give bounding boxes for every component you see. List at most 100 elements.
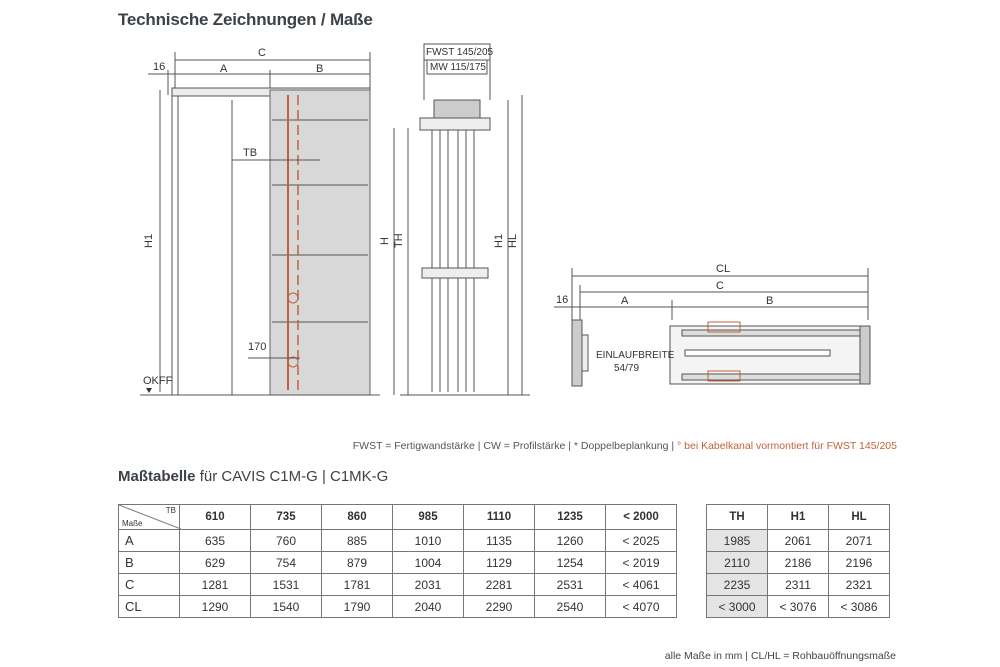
table-cell: 885: [321, 529, 393, 552]
front-view-drawing: C A B 16 H1 TB 170 OKFF: [140, 47, 380, 396]
table-cell: 879: [321, 551, 393, 574]
row-label: A: [118, 529, 180, 552]
table-cell: 2321: [828, 573, 890, 596]
table-cell: 1004: [392, 551, 464, 574]
table-row: 1985 2061 2071: [706, 529, 890, 552]
column-header: 985: [392, 504, 464, 530]
dim-hl: HL: [507, 234, 519, 248]
table-cell: 1985: [706, 529, 768, 552]
table-row: 2110 2186 2196: [706, 551, 890, 574]
dim-tb: TB: [243, 147, 257, 159]
dim-c-top: C: [716, 280, 724, 292]
row-label: C: [118, 573, 180, 596]
table-cell: 1781: [321, 573, 393, 596]
column-header: 1110: [463, 504, 535, 530]
table-cell: 1010: [392, 529, 464, 552]
row-label: CL: [118, 595, 180, 618]
page-title: Technische Zeichnungen / Maße: [118, 10, 373, 29]
dim-16-front: 16: [153, 61, 165, 73]
table-row: 2235 2311 2321: [706, 573, 890, 596]
table-cell: 1790: [321, 595, 393, 618]
table-title: Maßtabelle für CAVIS C1M-G | C1MK-G: [118, 468, 388, 485]
einlauf-label: EINLAUFBREITE: [596, 350, 675, 361]
table-corner-cell: TB Maße: [118, 504, 181, 530]
table-cell: < 4061: [605, 573, 677, 596]
corner-tb-label: TB: [165, 506, 176, 515]
column-header: HL: [828, 504, 890, 530]
column-header: 735: [250, 504, 322, 530]
dim-a-top: A: [621, 295, 629, 307]
dim-170: 170: [248, 341, 266, 353]
table-cell: 2040: [392, 595, 464, 618]
table-cell: < 4070: [605, 595, 677, 618]
footnote: alle Maße in mm | CL/HL = Rohbauöffnungs…: [664, 650, 896, 662]
column-header: 610: [179, 504, 251, 530]
table-cell: 1254: [534, 551, 606, 574]
table-cell: 1281: [179, 573, 251, 596]
table-row: < 3000 < 3076 < 3086: [706, 595, 890, 618]
table-cell: 2196: [828, 551, 890, 574]
technical-drawings: C A B 16 H1 TB 170 OKFF: [140, 43, 871, 396]
dimensions-table: TB Maße 610 735 860 985 1110 1235 < 2000…: [118, 504, 677, 618]
table-cell: 2281: [463, 573, 535, 596]
top-view-drawing: CL C A B 16 EINLAUFBREITE 54/79: [554, 263, 871, 387]
column-header: H1: [767, 504, 829, 530]
table-cell: < 3086: [828, 595, 890, 618]
table-cell: < 2019: [605, 551, 677, 574]
table-cell: 2071: [828, 529, 890, 552]
table-cell: 1290: [179, 595, 251, 618]
fwst-label: FWST 145/205: [426, 47, 494, 58]
table-cell: 2531: [534, 573, 606, 596]
column-header: 1235: [534, 504, 606, 530]
table-row: CL 1290 1540 1790 2040 2290 2540 < 4070: [118, 595, 677, 618]
side-view-drawing: FWST 145/205 MW 115/175 H TH H1 HL: [379, 43, 530, 396]
dim-h1-side: H1: [493, 234, 505, 248]
column-header: TH: [706, 504, 768, 530]
table-row: A 635 760 885 1010 1135 1260 < 2025: [118, 529, 677, 552]
einlauf-value: 54/79: [614, 363, 639, 374]
table-cell: 2186: [767, 551, 829, 574]
dim-h1-front: H1: [143, 234, 155, 248]
table-cell: 2235: [706, 573, 768, 596]
legend-text: FWST = Fertigwandstärke | CW = Profilstä…: [352, 440, 675, 452]
dim-a-front: A: [220, 63, 228, 75]
dim-cl: CL: [716, 263, 730, 275]
dim-th: TH: [393, 233, 405, 248]
table-cell: 635: [179, 529, 251, 552]
dim-h: H: [379, 237, 391, 245]
dim-b-front: B: [316, 63, 323, 75]
table-cell: 754: [250, 551, 322, 574]
table-cell: 2290: [463, 595, 535, 618]
legend-orange-note: ° bei Kabelkanal vormontiert für FWST 14…: [674, 440, 897, 452]
table-cell: 760: [250, 529, 322, 552]
table-cell: 1531: [250, 573, 322, 596]
table-cell: < 3076: [767, 595, 829, 618]
dim-b-top: B: [766, 295, 773, 307]
table-cell: < 2025: [605, 529, 677, 552]
table-cell: 2540: [534, 595, 606, 618]
table-title-bold: Maßtabelle: [118, 468, 196, 485]
dim-c-front: C: [258, 47, 266, 59]
column-header: < 2000: [605, 504, 677, 530]
table-cell: 2031: [392, 573, 464, 596]
okff-label: OKFF: [143, 375, 173, 387]
table-cell: 1540: [250, 595, 322, 618]
legend: FWST = Fertigwandstärke | CW = Profilstä…: [353, 440, 897, 452]
table-cell: 629: [179, 551, 251, 574]
table-cell: 1129: [463, 551, 535, 574]
column-header: 860: [321, 504, 393, 530]
table-cell: 2311: [767, 573, 829, 596]
table-title-rest: für CAVIS C1M-G | C1MK-G: [195, 468, 389, 485]
dim-16-top: 16: [556, 294, 568, 306]
table-cell: 1260: [534, 529, 606, 552]
corner-masse-label: Maße: [122, 519, 143, 528]
mw-label: MW 115/175: [430, 62, 486, 73]
table-cell: < 3000: [706, 595, 768, 618]
table-cell: 2061: [767, 529, 829, 552]
table-row: C 1281 1531 1781 2031 2281 2531 < 4061: [118, 573, 677, 596]
table-row: B 629 754 879 1004 1129 1254 < 2019: [118, 551, 677, 574]
table-cell: 1135: [463, 529, 535, 552]
table-cell: 2110: [706, 551, 768, 574]
height-table: TH H1 HL 1985 2061 2071 2110 2186 2196 2…: [706, 504, 890, 618]
row-label: B: [118, 551, 180, 574]
